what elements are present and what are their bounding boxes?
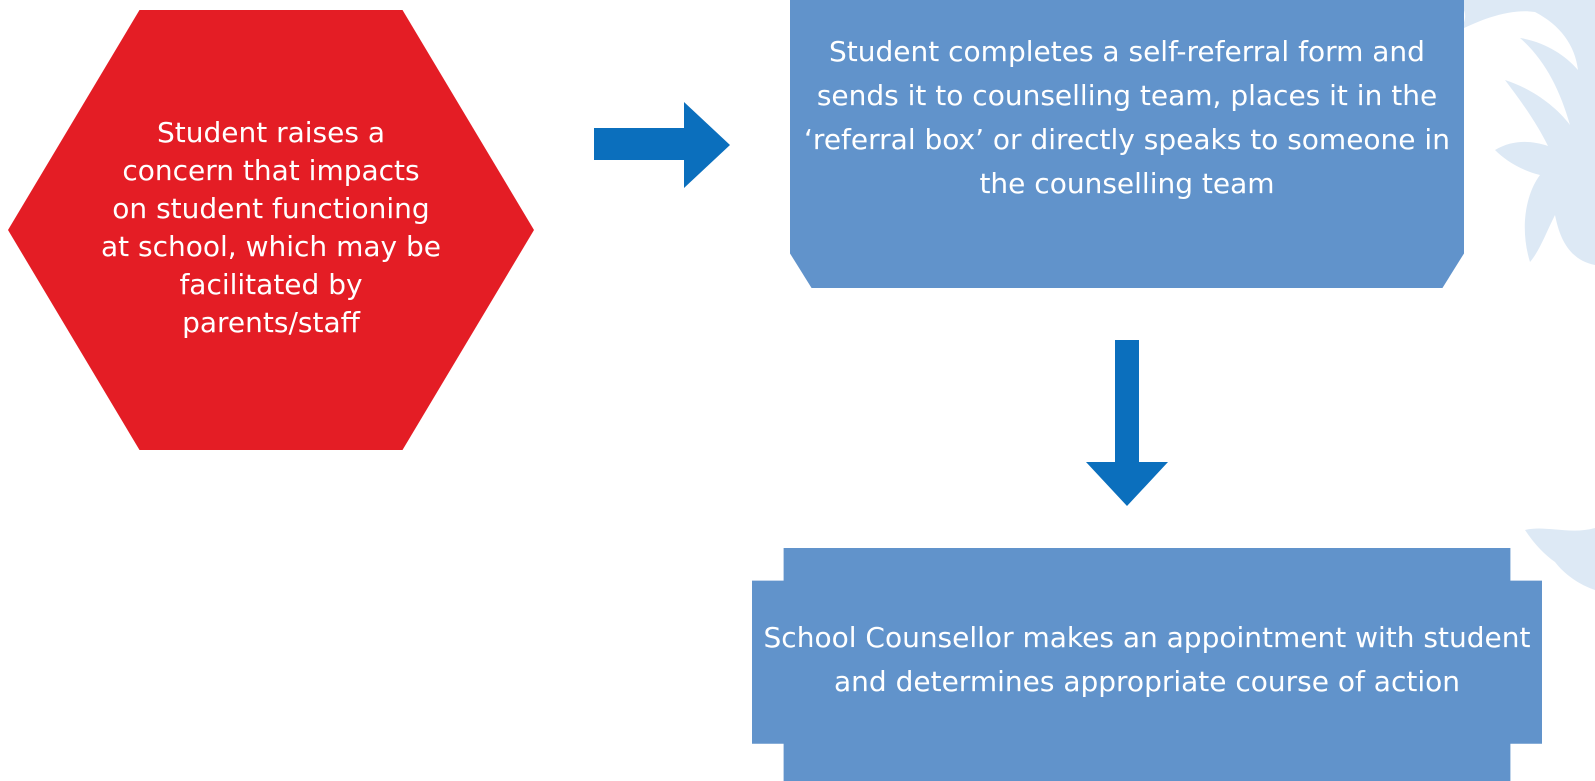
step-self-referral: Student completes a self-referral form a… bbox=[790, 0, 1464, 288]
step-counsellor-appointment-text: School Counsellor makes an appointment w… bbox=[763, 621, 1531, 698]
arrow-right-icon bbox=[594, 102, 730, 188]
step-self-referral-text: Student completes a self-referral form a… bbox=[804, 35, 1450, 200]
decorative-splash-bottom bbox=[1525, 528, 1595, 590]
decorative-splash-top bbox=[1450, 0, 1595, 265]
step-raise-concern-text: Student raises a concern that impacts on… bbox=[101, 116, 441, 339]
step-counsellor-appointment: School Counsellor makes an appointment w… bbox=[752, 548, 1542, 781]
arrow-down-icon bbox=[1086, 340, 1168, 506]
